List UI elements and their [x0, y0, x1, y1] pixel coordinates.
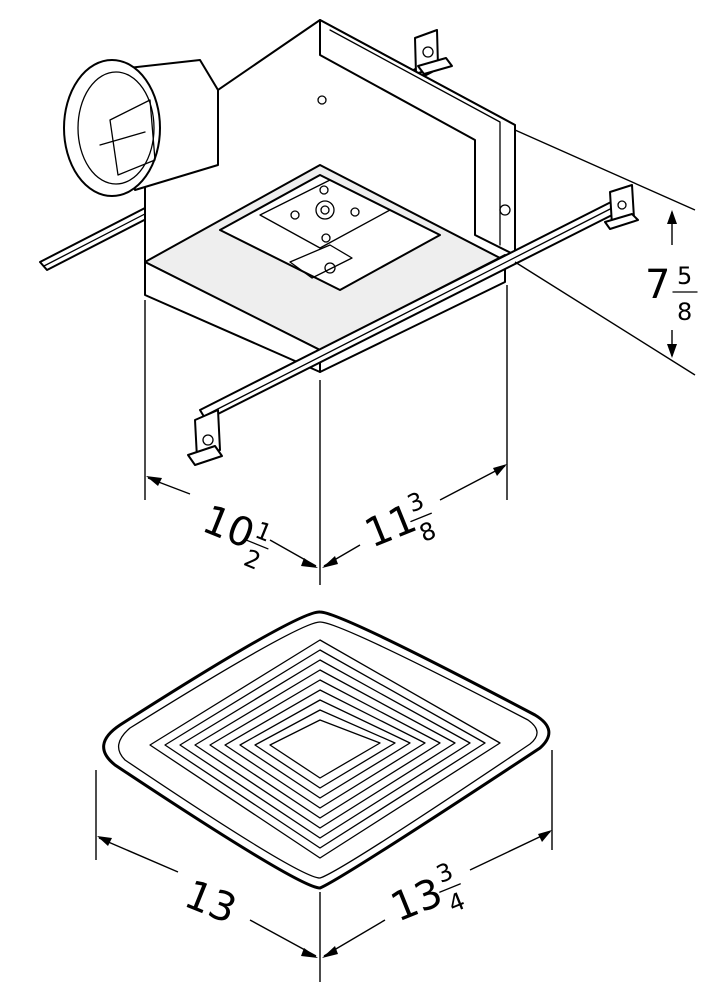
front-hanger-bar — [187, 184, 639, 466]
housing-height-frac-num: 5 — [677, 262, 692, 290]
grille-depth-whole: 13 — [178, 872, 242, 934]
housing-width-frac-den: 8 — [415, 516, 440, 548]
housing-height-frac-den: 8 — [677, 298, 692, 326]
housing-back-wall — [319, 19, 516, 256]
fan-housing — [39, 19, 639, 466]
grille — [102, 610, 551, 890]
motor-plate — [219, 174, 441, 291]
grille-width-frac-den: 4 — [444, 887, 469, 919]
duct-connector — [63, 59, 219, 197]
housing-height-whole: 7 — [645, 262, 670, 308]
